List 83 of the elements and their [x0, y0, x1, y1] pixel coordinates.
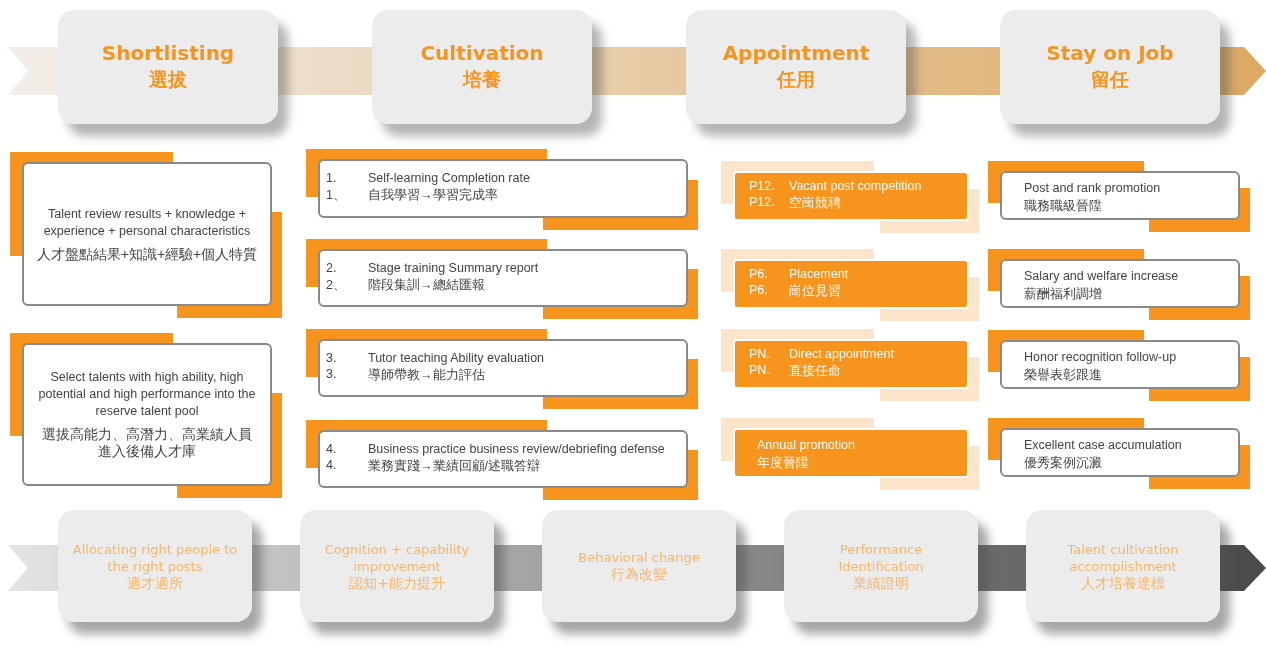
chinese-text: 人才培養達標: [1081, 574, 1165, 592]
appointment-card: [721, 329, 979, 401]
stage-header-card: [686, 10, 906, 124]
stage-header-card: [1000, 10, 1220, 124]
item-number: P6.: [749, 283, 769, 299]
appointment-card: [721, 161, 979, 233]
item-number: P12.: [749, 179, 776, 193]
outcome-card: [1026, 510, 1220, 622]
chinese-text: 業績證明: [853, 574, 909, 592]
appointment-card: [721, 418, 979, 490]
chinese-text: 自我學習→學習完成率: [368, 187, 499, 204]
item-number: P6.: [749, 267, 769, 281]
english-text: Salary and welfare increase: [1024, 268, 1180, 285]
stage-title: Appointment: [722, 41, 870, 65]
item-number: PN.: [749, 363, 771, 379]
english-text: Talent cultivation accomplishment: [1066, 540, 1180, 575]
item-number: PN.: [749, 347, 771, 361]
item-number: 3.: [326, 367, 338, 383]
english-text: Excellent case accumulation: [1024, 437, 1183, 454]
item-number: 1、: [326, 187, 347, 204]
retention-card: [988, 249, 1250, 320]
retention-card: [988, 330, 1250, 401]
english-text: Performance Identification: [837, 540, 925, 575]
outcome-card: [58, 510, 252, 622]
english-text: Honor recognition follow-up: [1024, 349, 1178, 366]
english-text: Allocating right people to the right posts: [72, 540, 238, 575]
chinese-text: Stage training Summary report: [368, 261, 540, 275]
stage-title: Cultivation: [420, 41, 544, 65]
stage-title: Shortlisting: [101, 41, 235, 65]
chinese-text: 榮譽表彰跟進: [1024, 367, 1103, 384]
step-card: [306, 420, 698, 500]
step-card: [306, 149, 698, 230]
chinese-text: Direct appointment: [789, 347, 895, 361]
chinese-text: 認知+能力提升: [349, 574, 445, 592]
chinese-text: Vacant post competition: [789, 179, 923, 193]
chinese-text: Tutor teaching Ability evaluation: [368, 351, 546, 365]
appointment-card: [721, 249, 979, 321]
english-text: Talent review results + knowledge + experience + personal characteristics: [42, 205, 252, 240]
english-text: Annual promotion: [757, 437, 856, 454]
chinese-text: 空崗競聘: [789, 195, 842, 212]
stage-title: Stay on Job: [1046, 41, 1174, 65]
chinese-text: 薪酬福利調增: [1024, 286, 1103, 303]
chinese-text: 選拔高能力、高潛力、高業績人員進入後備人才庫: [41, 426, 253, 460]
chinese-text: 直接任命: [789, 363, 842, 380]
chinese-text: 階段集訓→總結匯報: [368, 277, 486, 294]
chinese-text: 人才盤點結果+知識+經驗+個人特質: [36, 245, 258, 263]
chinese-text: 年度晉陞: [757, 455, 810, 472]
retention-card: [988, 418, 1250, 489]
stage-header-card: [372, 10, 592, 124]
chinese-text: 崗位見習: [789, 283, 842, 300]
criteria-card: [10, 152, 282, 318]
stage-header-card: [58, 10, 278, 124]
chinese-text: 職務職級晉陞: [1024, 198, 1103, 215]
chinese-text: Placement: [789, 267, 850, 281]
english-text: Cognition + capability improvement: [323, 540, 471, 575]
step-card: [306, 239, 698, 319]
step-card: [306, 329, 698, 409]
stage-title-chinese: 選拔: [149, 67, 187, 92]
chinese-text: 業務實踐→業績回顧/述職答辯: [368, 458, 541, 475]
item-number: 4.: [326, 442, 338, 456]
item-number: 1.: [326, 171, 338, 185]
chinese-text: 優秀案例沉澱: [1024, 455, 1103, 472]
item-number: 2、: [326, 277, 347, 294]
chinese-text: 適才適所: [127, 574, 183, 592]
item-number: 2.: [326, 261, 338, 275]
chinese-text: Business practice business review/debriefing defense: [368, 442, 666, 456]
english-text: Behavioral change: [578, 549, 700, 566]
chinese-text: Self-learning Completion rate: [368, 171, 531, 185]
item-number: 3.: [326, 351, 338, 365]
english-text: Post and rank promotion: [1024, 180, 1162, 197]
english-text: Select talents with high ability, high potential and high performance into the reserve talent pool: [37, 369, 257, 420]
stage-title-chinese: 留任: [1091, 67, 1129, 92]
item-number: 4.: [326, 458, 338, 474]
chinese-text: 導師帶教→能力評估: [368, 367, 486, 384]
outcome-card: [300, 510, 494, 622]
outcome-card: [542, 510, 736, 622]
stage-title-chinese: 培養: [463, 67, 501, 92]
chinese-text: 行為改變: [611, 566, 667, 583]
retention-card: [988, 161, 1250, 232]
item-number: P12.: [749, 195, 776, 211]
stage-title-chinese: 任用: [777, 67, 815, 92]
criteria-card: [10, 333, 282, 498]
outcome-card: [784, 510, 978, 622]
